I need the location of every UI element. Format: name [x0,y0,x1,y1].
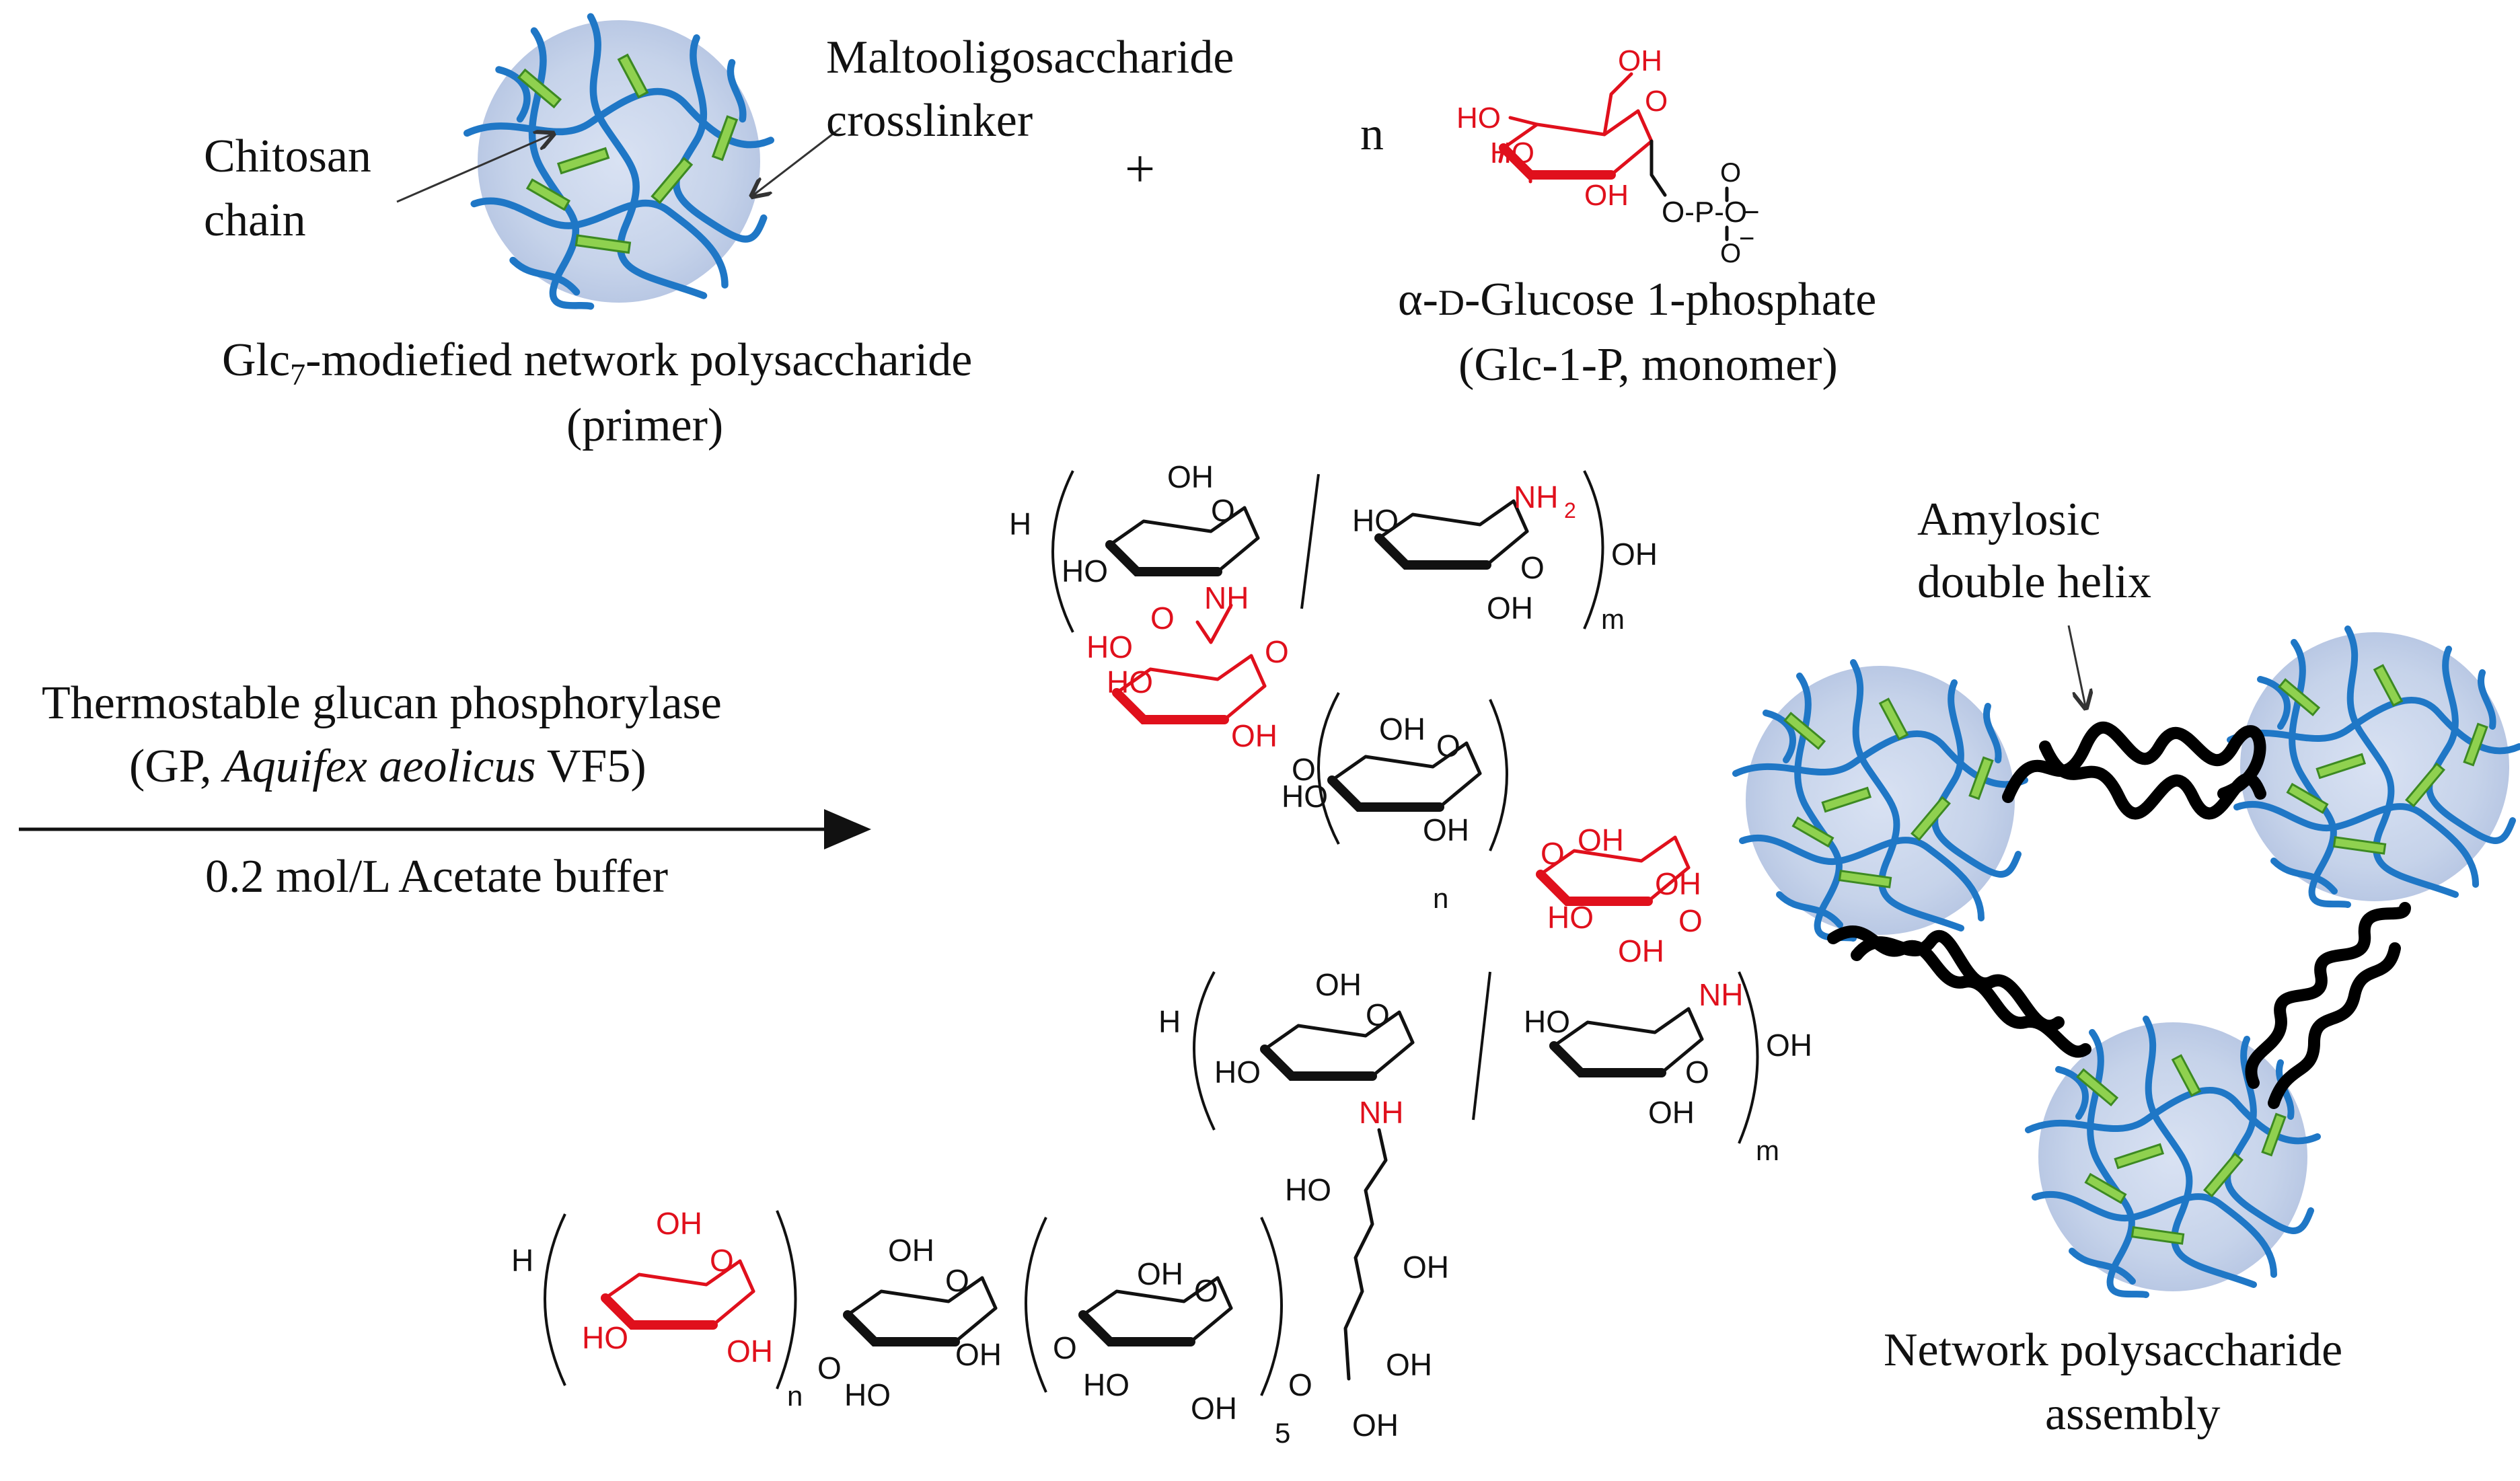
svg-text:OH: OH [1655,866,1701,901]
svg-text:OH: OH [1423,812,1469,847]
svg-text:m: m [1601,603,1625,635]
svg-text:OH: OH [1766,1028,1812,1063]
svg-text:HO: HO [1285,1172,1331,1207]
svg-text:2: 2 [1564,498,1576,523]
svg-text:OH: OH [1618,44,1662,77]
svg-text:HO: HO [1086,630,1133,664]
svg-text:HO: HO [1107,664,1153,699]
svg-text:OH: OH [1231,718,1277,753]
assembly-particle-bottom [2028,1019,2318,1295]
svg-text:O: O [1150,601,1175,636]
svg-text:OH: OH [1584,179,1629,212]
svg-text:OH: OH [1352,1408,1399,1443]
svg-text:HO: HO [844,1377,891,1412]
svg-text:O: O [1265,634,1289,669]
svg-text:HO: HO [1062,554,1108,588]
svg-text:HO: HO [1524,1004,1570,1039]
assembly-particle-right [2230,629,2519,905]
buffer-label: 0.2 mol/L Acetate buffer [205,851,668,903]
svg-text:OH: OH [1137,1256,1183,1291]
svg-text:O: O [1292,752,1316,787]
crosslinker-pointer-arrow [753,126,842,195]
svg-text:O: O [1645,85,1668,118]
enzyme-source: (GP, Aquifex aeolicus VF5) [129,740,646,792]
svg-text:OH: OH [727,1334,773,1369]
svg-text:OH: OH [1487,591,1533,625]
svg-text:O-P-O: O-P-O [1662,196,1747,229]
plus-sign: + [1125,140,1155,199]
primer-title: Glc7-modiefied network polysaccharide [222,334,972,391]
primer-particle [467,17,771,307]
enzyme-label: Thermostable glucan phosphorylase [42,677,722,729]
svg-text:O: O [817,1351,842,1385]
svg-text:H: H [1158,1004,1181,1039]
monomer-abbrev: (Glc-1-P, monomer) [1458,339,1838,391]
double-helix-right [2245,902,2411,1109]
svg-text:OH: OH [1386,1347,1432,1382]
svg-text:m: m [1756,1135,1779,1166]
svg-text:NH: NH [1699,977,1743,1012]
svg-text:O: O [1288,1367,1312,1402]
monomer-coefficient: n [1360,108,1384,160]
svg-text:OH: OH [1648,1095,1695,1130]
svg-text:OH: OH [1167,459,1214,494]
helix-label: Amylosic double helix [1917,494,2151,608]
assembly-particle-left [1736,662,2025,938]
svg-text:NH: NH [1204,580,1249,615]
svg-text:O: O [1366,997,1390,1032]
svg-text:OH: OH [1611,537,1658,572]
svg-text:n: n [787,1380,803,1412]
svg-text:O: O [1194,1273,1218,1308]
chitosan-pointer-arrow [396,135,552,203]
svg-text:HO: HO [1282,779,1328,814]
monomer-name: α-D-Glucose 1-phosphate [1398,274,1876,326]
svg-text:HO: HO [1490,137,1534,169]
svg-text:OH: OH [1578,823,1624,858]
svg-text:NH: NH [1514,480,1558,515]
crosslinker-label: Maltooligosaccharide crosslinker [826,32,1246,147]
svg-text:H: H [1009,506,1031,541]
svg-text:OH: OH [1403,1250,1449,1285]
svg-text:OH: OH [955,1337,1002,1372]
product-structure: H OH HO O NH HO NH 2 OH O OH m O HO HO O… [511,459,1812,1449]
svg-text:O: O [1678,903,1703,938]
svg-text:O: O [1720,239,1741,268]
svg-text:H: H [511,1243,533,1278]
svg-text:O: O [710,1243,734,1278]
svg-text:O: O [1520,550,1545,585]
svg-text:O: O [1541,836,1565,871]
svg-text:O: O [1211,493,1235,528]
primer-role: (primer) [566,400,723,451]
svg-text:−: − [1742,196,1760,229]
svg-text:O: O [1720,158,1741,188]
glc-1-p-structure: OH HO HO OH O O-P-O − O O − [1456,44,1760,268]
svg-text:OH: OH [1315,967,1362,1002]
chitosan-label: Chitosan chain [204,130,383,246]
assembly-title: Network polysaccharide assembly [1884,1324,2355,1440]
svg-text:OH: OH [656,1206,702,1241]
svg-text:HO: HO [1083,1367,1129,1402]
assembly-diagram [1736,625,2519,1295]
svg-text:O: O [945,1263,969,1298]
svg-text:HO: HO [1352,503,1399,538]
svg-text:OH: OH [1379,712,1425,747]
double-helix-left [1827,925,2091,1058]
helix-pointer-arrow [2067,625,2085,706]
svg-text:HO: HO [1456,102,1501,135]
svg-text:OH: OH [888,1233,934,1268]
svg-text:O: O [1053,1330,1077,1365]
svg-text:HO: HO [582,1320,628,1355]
svg-text:OH: OH [1618,934,1664,969]
svg-text:O: O [1685,1055,1709,1090]
svg-text:O: O [1436,728,1460,763]
svg-text:HO: HO [1214,1055,1261,1090]
svg-text:n: n [1433,882,1448,914]
svg-text:−: − [1739,224,1754,254]
svg-text:HO: HO [1547,900,1594,935]
svg-text:OH: OH [1191,1391,1237,1426]
svg-text:NH: NH [1359,1095,1403,1130]
svg-text:5: 5 [1275,1417,1290,1449]
double-helix-top [2002,721,2266,820]
